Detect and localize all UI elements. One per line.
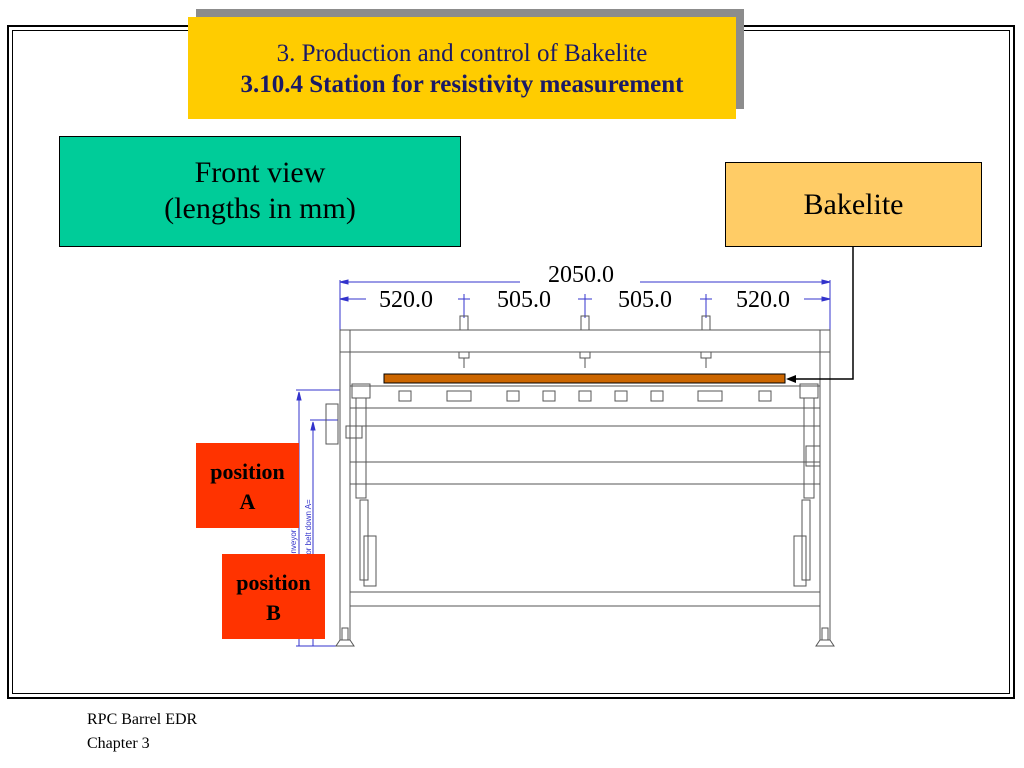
dim-seg2: 505.0: [497, 287, 551, 313]
arrow-head-icon: [786, 375, 796, 383]
front-view-line-2: (lengths in mm): [164, 192, 356, 225]
position-a-line-2: A: [239, 489, 256, 514]
dim-seg4: 520.0: [736, 287, 790, 313]
position-b-label: position B: [222, 554, 325, 639]
dimension-lines: [296, 279, 831, 647]
front-view-label: Front view (lengths in mm): [59, 136, 461, 247]
bakelite-plate: [383, 373, 786, 384]
slide-title: 3. Production and control of Bakelite 3.…: [188, 17, 736, 119]
footer: RPC Barrel EDR Chapter 3: [87, 708, 197, 756]
dim-total: 2050.0: [548, 262, 614, 288]
dim-seg1: 520.0: [379, 287, 433, 313]
dim-seg1-bg: [367, 288, 457, 312]
side-label-conveyor-down: conveyor belt down A=: [304, 499, 313, 580]
bakelite-label: Bakelite: [725, 162, 982, 247]
footer-line-2: Chapter 3: [87, 735, 150, 752]
position-b-line-2: B: [266, 600, 281, 625]
station-frame: [325, 315, 835, 647]
position-a-label: position A: [196, 443, 299, 528]
dim-seg3: 505.0: [618, 287, 672, 313]
bakelite-leader-arrow: [792, 247, 854, 380]
position-b-line-1: position: [236, 570, 311, 595]
front-view-line-1: Front view: [194, 156, 326, 189]
position-a-line-1: position: [210, 459, 285, 484]
side-label-conveyor-up: conveyor: [289, 529, 298, 562]
title-line-2: 3.10.4 Station for resistivity measureme…: [240, 71, 684, 98]
title-line-1: 3. Production and control of Bakelite: [276, 40, 648, 67]
footer-line-1: RPC Barrel EDR: [87, 711, 198, 728]
dim-total-bg: [522, 262, 640, 288]
